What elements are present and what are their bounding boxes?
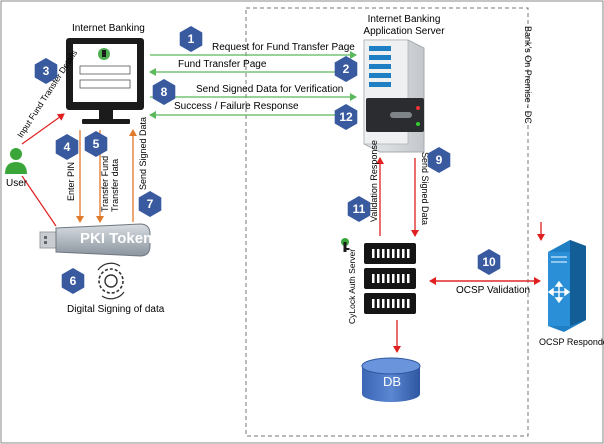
step-badge-10: 10 — [476, 249, 502, 275]
user-label: User — [6, 178, 28, 189]
flow-5-label: Transfer Fund Transfer data — [100, 155, 120, 212]
database-icon — [361, 357, 421, 402]
flow-2-label: Fund Transfer Page — [178, 59, 267, 70]
auth-server-icon — [364, 243, 416, 314]
internet-banking-title: Internet Banking — [72, 23, 145, 34]
step-badge-6: 6 — [60, 268, 86, 294]
flow-12-label: Success / Failure Response — [174, 101, 299, 112]
flow-10-label: OCSP Validation — [456, 285, 531, 296]
step-badge-1: 1 — [178, 26, 204, 52]
user-token-line — [21, 175, 57, 227]
pki-token-label: PKI Token — [80, 230, 153, 247]
cylock-key-icon — [341, 238, 350, 252]
gear-icon — [97, 262, 125, 300]
ocsp-responder-label: OCSP Responder — [539, 337, 604, 347]
arrow-3 — [21, 113, 65, 145]
flow-7-label: Send Signed Data — [138, 116, 148, 190]
step-badge-11: 11 — [346, 196, 372, 222]
db-label: DB — [383, 374, 402, 389]
step-badge-7: 7 — [137, 191, 163, 217]
app-server-icon — [363, 39, 425, 153]
flow-8-label: Send Signed Data for Verification — [196, 84, 344, 95]
step-badge-3: 3 — [33, 58, 59, 84]
monitor-icon — [66, 38, 144, 124]
digital-signing-label: Digital Signing of data — [67, 304, 165, 315]
step-badge-12: 12 — [333, 104, 359, 130]
step-badge-5: 5 — [83, 131, 109, 157]
step-badge-9: 9 — [426, 147, 452, 173]
user-icon — [5, 148, 27, 174]
ocsp-responder-icon — [547, 240, 586, 332]
step-badge-2: 2 — [333, 56, 359, 82]
step-badge-8: 8 — [151, 79, 177, 105]
pki-token-icon — [39, 223, 151, 257]
flow-4-label: Enter PIN — [66, 161, 76, 201]
auth-server-label: CyLock Auth Server — [347, 248, 357, 324]
step-badge-4: 4 — [54, 134, 80, 160]
premise-title: Bank's On Premise - DC — [523, 26, 533, 124]
flow-1-label: Request for Fund Transfer Page — [212, 42, 355, 53]
premise-boundary — [245, 7, 529, 437]
app-server-title: Internet Banking Application Server — [363, 14, 445, 37]
